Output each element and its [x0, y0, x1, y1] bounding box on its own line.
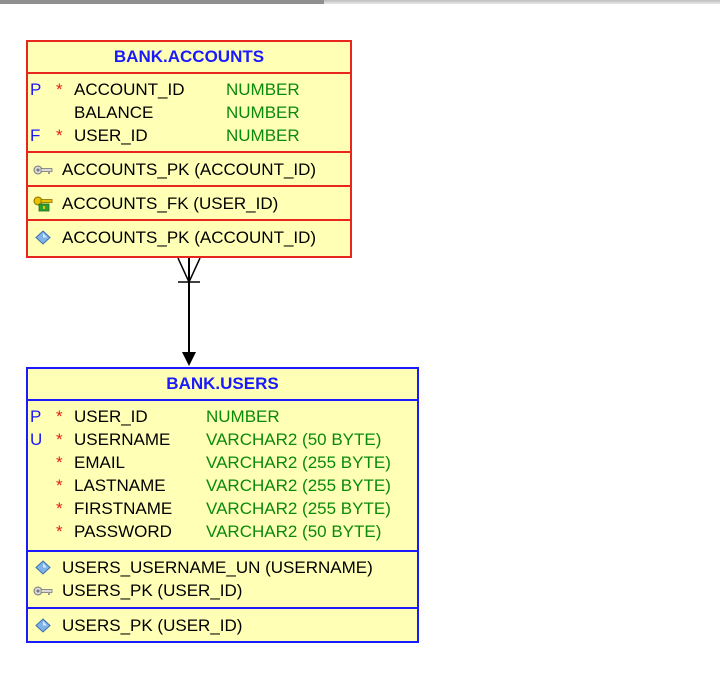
pk-key-icon — [33, 586, 53, 596]
constraint-row[interactable]: ACCOUNTS_PK (ACCOUNT_ID) — [28, 158, 350, 181]
column-name: FIRSTNAME — [74, 499, 173, 518]
constraint-row[interactable]: USERS_PK (USER_ID) — [28, 579, 417, 602]
foreign-key-section: ACCOUNTS_FK (USER_ID) — [28, 187, 350, 221]
constraint-label: ACCOUNTS_PK (ACCOUNT_ID) — [62, 160, 317, 179]
key-indicator: P — [30, 80, 42, 99]
top-scrollbar-thumb[interactable] — [0, 0, 324, 4]
column-name: USERNAME — [74, 430, 171, 449]
index-label: USERS_PK (USER_ID) — [62, 616, 243, 635]
column-type: NUMBER — [226, 80, 300, 99]
index-label: ACCOUNTS_PK (ACCOUNT_ID) — [62, 228, 317, 247]
column-type: VARCHAR2 (50 BYTE) — [206, 430, 382, 449]
constraint-label: ACCOUNTS_FK (USER_ID) — [62, 194, 279, 213]
entity-bank-users[interactable]: BANK.USERS P * USER_ID NUMBER U * USERNA… — [26, 367, 419, 643]
unique-index-row[interactable]: USERS_USERNAME_UN (USERNAME) — [28, 556, 417, 579]
column-name: PASSWORD — [74, 522, 172, 541]
column-row[interactable]: U * USERNAME VARCHAR2 (50 BYTE) — [28, 428, 417, 451]
column-row[interactable]: BALANCE NUMBER — [28, 101, 350, 124]
column-name: LASTNAME — [74, 476, 166, 495]
column-row[interactable]: * LASTNAME VARCHAR2 (255 BYTE) — [28, 474, 417, 497]
column-name: BALANCE — [74, 103, 154, 122]
required-mark: * — [56, 453, 63, 472]
required-mark: * — [56, 80, 63, 99]
column-type: VARCHAR2 (255 BYTE) — [206, 476, 391, 495]
column-row[interactable]: F * USER_ID NUMBER — [28, 124, 350, 147]
constraint-row[interactable]: ACCOUNTS_FK (USER_ID) — [28, 192, 350, 215]
required-mark: * — [56, 522, 63, 541]
index-diamond-icon — [35, 230, 51, 245]
required-mark: * — [56, 476, 63, 495]
column-type: VARCHAR2 (255 BYTE) — [206, 499, 391, 518]
column-row[interactable]: * EMAIL VARCHAR2 (255 BYTE) — [28, 451, 417, 474]
required-mark: * — [56, 430, 63, 449]
column-type: NUMBER — [226, 126, 300, 145]
key-indicator: P — [30, 407, 42, 426]
column-type: VARCHAR2 (50 BYTE) — [206, 522, 382, 541]
column-row[interactable]: * FIRSTNAME VARCHAR2 (255 BYTE) — [28, 497, 417, 520]
constraints-section: USERS_USERNAME_UN (USERNAME) USERS_PK (U… — [28, 552, 417, 609]
index-row[interactable]: ACCOUNTS_PK (ACCOUNT_ID) — [28, 226, 350, 249]
column-row[interactable]: * PASSWORD VARCHAR2 (50 BYTE) — [28, 520, 417, 543]
column-list: P * USER_ID NUMBER U * USERNAME VARCHAR2… — [28, 401, 417, 552]
column-name: USER_ID — [74, 126, 148, 145]
column-name: ACCOUNT_ID — [74, 80, 185, 99]
index-row[interactable]: USERS_PK (USER_ID) — [28, 614, 417, 637]
column-row[interactable]: P * ACCOUNT_ID NUMBER — [28, 78, 350, 101]
column-type: NUMBER — [226, 103, 300, 122]
fk-key-icon — [33, 196, 53, 212]
column-name: EMAIL — [74, 453, 126, 472]
entity-bank-accounts[interactable]: BANK.ACCOUNTS P * ACCOUNT_ID NUMBER BALA… — [26, 40, 352, 258]
crows-foot-left — [177, 257, 190, 283]
required-mark: * — [56, 407, 63, 426]
relationship-arrowhead — [182, 352, 196, 366]
index-section: USERS_PK (USER_ID) — [28, 609, 417, 637]
column-type: VARCHAR2 (255 BYTE) — [206, 453, 391, 472]
index-diamond-icon — [35, 560, 51, 575]
entity-title[interactable]: BANK.ACCOUNTS — [28, 42, 350, 74]
entity-title[interactable]: BANK.USERS — [28, 369, 417, 401]
key-indicator: F — [30, 126, 41, 145]
pk-key-icon — [33, 165, 53, 175]
key-indicator: U — [30, 430, 43, 449]
required-mark: * — [56, 499, 63, 518]
required-mark: * — [56, 126, 63, 145]
column-type: NUMBER — [206, 407, 280, 426]
constraint-label: USERS_USERNAME_UN (USERNAME) — [62, 558, 373, 577]
top-scroll-track[interactable] — [0, 0, 720, 4]
column-row[interactable]: P * USER_ID NUMBER — [28, 405, 417, 428]
crows-foot-right — [188, 257, 201, 283]
primary-key-section: ACCOUNTS_PK (ACCOUNT_ID) — [28, 153, 350, 187]
constraint-label: USERS_PK (USER_ID) — [62, 581, 243, 600]
column-name: USER_ID — [74, 407, 148, 426]
column-list: P * ACCOUNT_ID NUMBER BALANCE NUMBER F *… — [28, 74, 350, 153]
index-section: ACCOUNTS_PK (ACCOUNT_ID) — [28, 221, 350, 255]
index-diamond-icon — [35, 618, 51, 633]
